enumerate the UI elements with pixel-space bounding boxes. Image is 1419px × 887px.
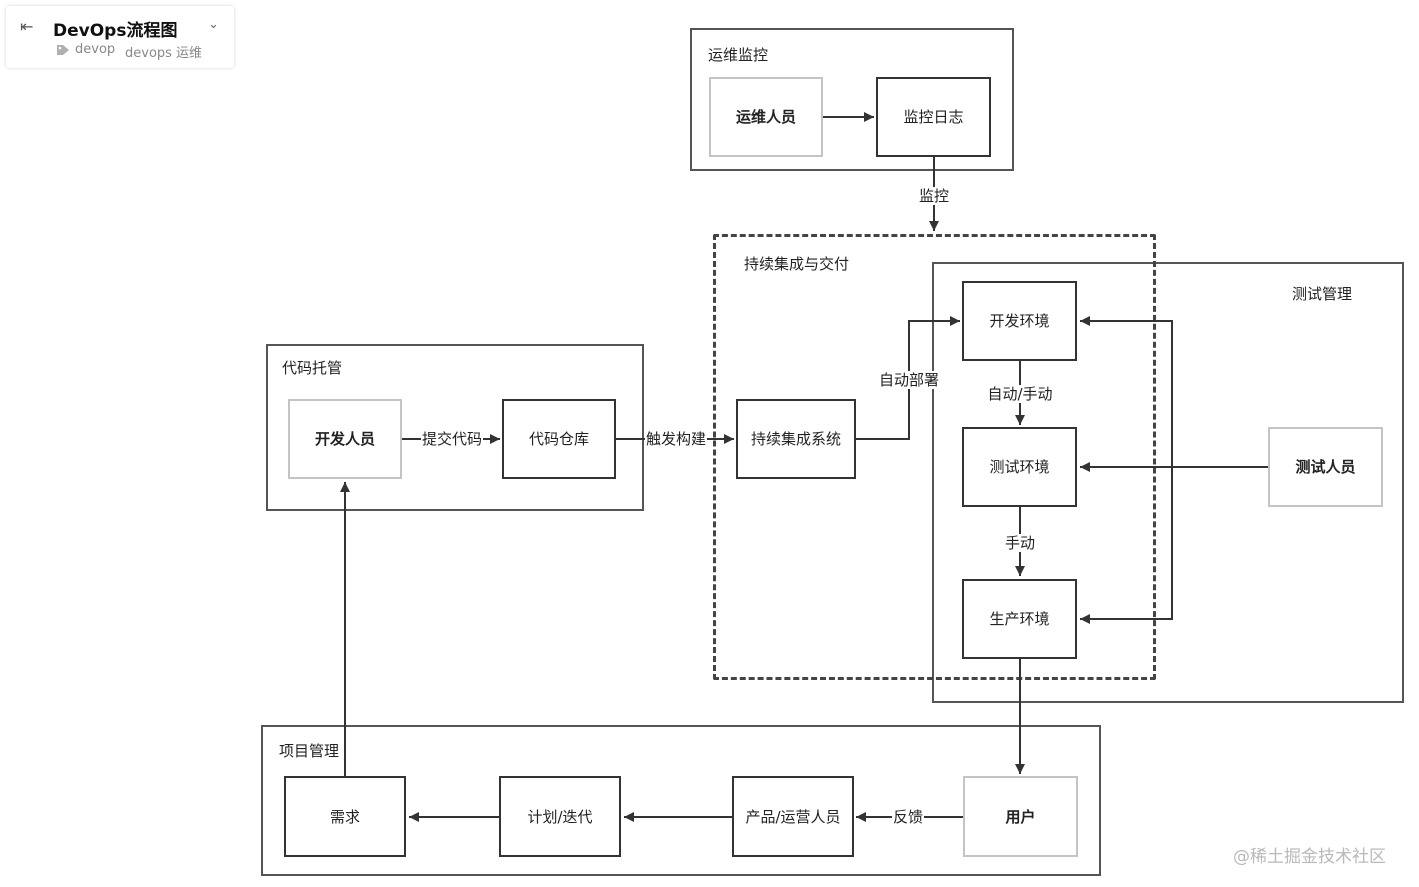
node-test-env: 测试环境 [962, 427, 1077, 507]
group-project-mgmt-label: 项目管理 [279, 742, 340, 760]
node-dev-env: 开发环境 [962, 281, 1077, 361]
node-ci-system: 持续集成系统 [736, 399, 856, 479]
edge-label-manual: 手动 [1003, 534, 1037, 552]
edge-label-auto-deploy: 自动部署 [877, 371, 941, 389]
node-user: 用户 [963, 776, 1078, 857]
group-code-hosting [266, 344, 644, 511]
watermark: @稀土掘金技术社区 [1233, 847, 1386, 867]
tag-devop[interactable]: devop [75, 42, 116, 57]
group-ops-monitor-label: 运维监控 [708, 46, 769, 64]
group-project-mgmt [261, 725, 1101, 876]
node-requirement: 需求 [284, 776, 406, 857]
chevron-down-icon[interactable]: ⌄ [208, 17, 219, 32]
node-plan-iterate: 计划/迭代 [499, 776, 621, 857]
node-prod-env: 生产环境 [962, 579, 1077, 659]
group-ops-monitor [690, 28, 1014, 171]
node-monitor-log: 监控日志 [876, 77, 991, 157]
node-tester: 测试人员 [1268, 427, 1383, 507]
edge-label-monitor: 监控 [917, 187, 951, 205]
group-code-hosting-label: 代码托管 [282, 359, 343, 377]
node-ops-staff: 运维人员 [709, 77, 823, 157]
tag-icon [57, 45, 69, 55]
group-test-mgmt-label: 测试管理 [1292, 285, 1353, 303]
node-product-ops: 产品/运营人员 [732, 776, 854, 857]
edge-label-auto-manual: 自动/手动 [986, 385, 1054, 403]
document-header-card: ⇤ DevOps流程图 ⌄ devop devops 运维 [6, 6, 234, 68]
back-arrow-icon[interactable]: ⇤ [20, 17, 34, 36]
group-ci-cd [713, 234, 1156, 680]
document-title: DevOps流程图 [53, 21, 178, 41]
group-test-mgmt [932, 262, 1404, 703]
edge-label-trigger-build: 触发构建 [644, 430, 708, 448]
node-code-repo: 代码仓库 [502, 399, 616, 479]
edge-tester-to-dev [1080, 316, 1173, 467]
node-developer: 开发人员 [288, 399, 402, 479]
tag-devops-ops[interactable]: devops 运维 [125, 46, 203, 61]
edge-label-feedback: 反馈 [891, 808, 925, 826]
group-ci-cd-label: 持续集成与交付 [744, 255, 850, 273]
edge-label-commit-code: 提交代码 [420, 430, 484, 448]
edge-tester-to-prod [1080, 467, 1173, 624]
